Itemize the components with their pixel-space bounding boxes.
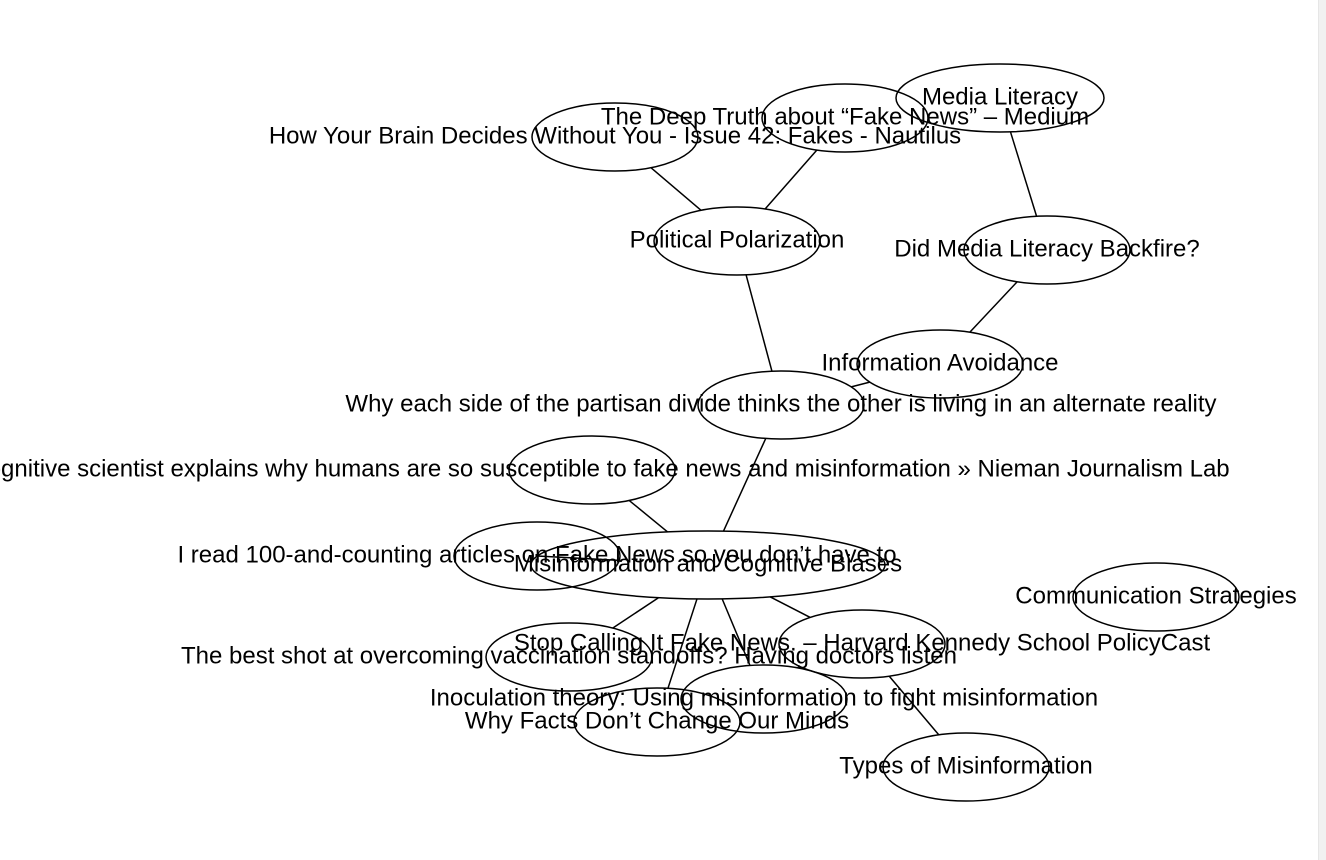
node-label: Types of Misinformation <box>839 752 1092 779</box>
node-label: Communication Strategies <box>1015 582 1296 609</box>
node-ellipse[interactable] <box>856 329 1024 399</box>
edge-backfire-avoidance <box>969 281 1018 333</box>
node-ellipse[interactable] <box>653 206 821 276</box>
node-ellipse[interactable] <box>1072 562 1240 632</box>
node-ellipse[interactable] <box>573 687 741 757</box>
node-nieman[interactable]: A cognitive scientist explains why human… <box>0 435 1230 505</box>
node-label: Media Literacy <box>922 83 1078 110</box>
edge-misinfo-facts <box>667 598 698 689</box>
node-misinfo[interactable]: Misinformation and Cognitive Biases <box>514 530 902 600</box>
node-inoculation[interactable]: Inoculation theory: Using misinformation… <box>430 664 1098 734</box>
node-brain[interactable]: How Your Brain Decides Without You - Iss… <box>269 102 961 172</box>
node-label: Why each side of the partisan divide thi… <box>345 390 1216 417</box>
node-label: Why Facts Don’t Change Our Minds <box>465 707 849 734</box>
node-vaccination[interactable]: The best shot at overcoming vaccination … <box>181 622 957 692</box>
node-label: I read 100-and-counting articles on Fake… <box>177 541 896 568</box>
node-label: Political Polarization <box>630 226 845 253</box>
edge-nieman-misinfo <box>628 499 669 533</box>
node-ellipse[interactable] <box>453 521 621 591</box>
node-avoidance[interactable]: Information Avoidance <box>821 329 1059 399</box>
node-partisan[interactable]: Why each side of the partisan divide thi… <box>345 370 1217 440</box>
node-ellipse[interactable] <box>963 215 1131 285</box>
node-ellipse[interactable] <box>508 435 676 505</box>
node-ellipse[interactable] <box>485 622 653 692</box>
edge-political-deeptruth <box>764 149 818 210</box>
node-ellipse[interactable] <box>882 732 1050 802</box>
node-hundred[interactable]: I read 100-and-counting articles on Fake… <box>177 521 897 591</box>
edge-political-partisan <box>745 274 773 372</box>
edge-misinfo-stopcalling <box>769 596 811 619</box>
node-ellipse[interactable] <box>680 664 848 734</box>
node-label: Did Media Literacy Backfire? <box>894 235 1199 262</box>
edge-stopcalling-types <box>888 675 940 736</box>
nodes-layer: Misinformation and Cognitive Biases Polit… <box>0 63 1297 802</box>
vertical-scrollbar[interactable] <box>1318 0 1326 860</box>
node-medialit[interactable]: Media Literacy <box>895 63 1105 133</box>
node-label: Information Avoidance <box>821 349 1058 376</box>
node-ellipse[interactable] <box>761 83 929 153</box>
node-deeptruth[interactable]: The Deep Truth about “Fake News” – Mediu… <box>601 83 1089 153</box>
node-ellipse[interactable] <box>530 530 886 600</box>
edge-misinfo-vaccination <box>612 597 660 629</box>
node-ellipse[interactable] <box>778 609 946 679</box>
edge-hundred-misinfo <box>537 555 620 562</box>
node-comm[interactable]: Communication Strategies <box>1015 562 1297 632</box>
node-backfire[interactable]: Did Media Literacy Backfire? <box>894 215 1200 285</box>
node-ellipse[interactable] <box>895 63 1105 133</box>
node-label: The Deep Truth about “Fake News” – Mediu… <box>601 103 1089 130</box>
node-ellipse[interactable] <box>697 370 865 440</box>
node-label: A cognitive scientist explains why human… <box>0 455 1230 482</box>
node-ellipse[interactable] <box>531 102 699 172</box>
node-political[interactable]: Political Polarization <box>630 206 845 276</box>
edge-political-brain <box>650 167 702 211</box>
edge-partisan-misinfo <box>722 438 767 532</box>
edge-misinfo-inoculation <box>721 598 751 666</box>
node-label: The best shot at overcoming vaccination … <box>181 642 957 669</box>
node-label: Inoculation theory: Using misinformation… <box>430 684 1098 711</box>
edge-medialit-backfire <box>1009 131 1038 217</box>
edge-avoidance-partisan <box>851 381 870 388</box>
node-label: Misinformation and Cognitive Biases <box>514 550 902 577</box>
node-types[interactable]: Types of Misinformation <box>839 732 1093 802</box>
edges-layer <box>537 131 1038 736</box>
node-label: How Your Brain Decides Without You - Iss… <box>269 122 961 149</box>
node-facts[interactable]: Why Facts Don’t Change Our Minds <box>465 687 849 757</box>
